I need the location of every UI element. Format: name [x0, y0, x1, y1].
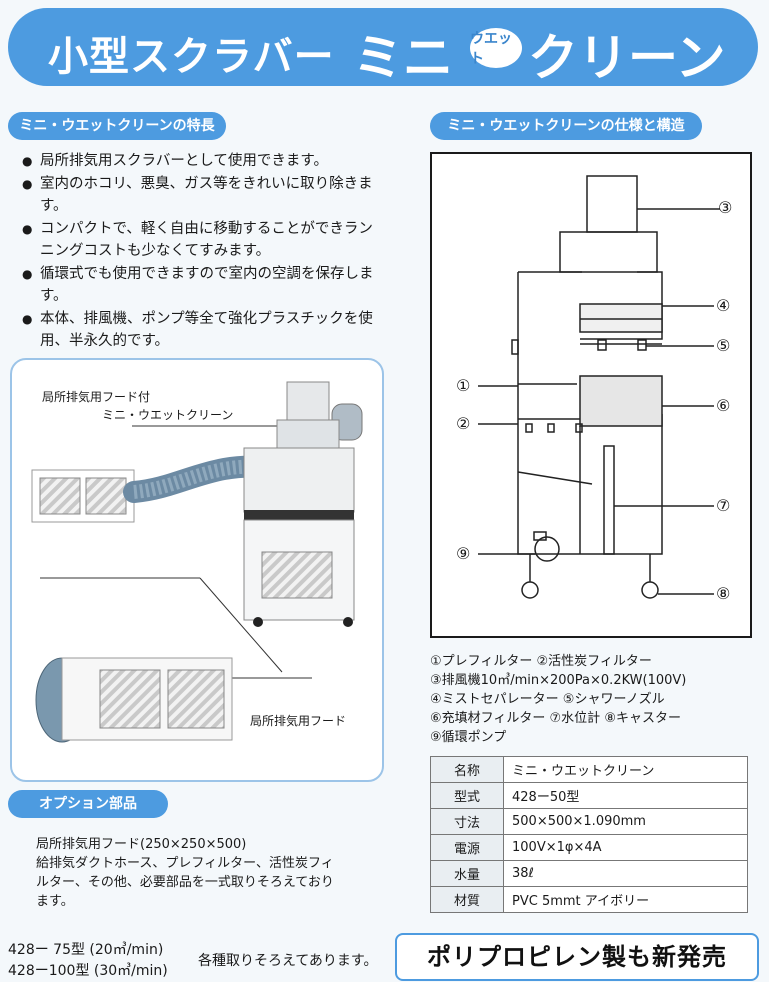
hood-lower: [35, 657, 233, 743]
photo-caption-top-1: 局所排気用フード付: [42, 390, 151, 404]
parts-legend-line: ③排風機10㎥/min×200Pa×0.2KW(100V): [430, 673, 687, 688]
parts-legend-line: ⑨循環ポンプ: [430, 730, 507, 745]
parts-legend-line: ⑥充填材フィルター ⑦水位計 ⑧キャスター: [430, 711, 681, 726]
feature-item: 局所排気用スクラバーとして使用できます。: [20, 150, 380, 173]
feature-item: 本体、排風機、ポンプ等全て強化プラスチックを使用、半永久的です。: [20, 308, 380, 353]
title-mini: ミニ: [353, 29, 453, 87]
model-75: 428ー 75型 (20㎥/min): [8, 942, 164, 958]
photo-caption-top-2: ミニ・ウエットクリーン: [102, 408, 234, 422]
spec-key: 名称: [430, 756, 504, 783]
spec-value: ミニ・ウエットクリーン: [503, 756, 748, 783]
scrubber-unit: [243, 381, 363, 627]
wet-badge: ウエット: [470, 28, 522, 68]
callout-9: ⑨: [456, 544, 471, 563]
options-hood-line: 局所排気用フード(250×250×500): [36, 837, 247, 852]
parts-legend-line: ④ミストセパレーター ⑤シャワーノズル: [430, 692, 665, 707]
spec-key: 水量: [430, 860, 504, 887]
models-note: 各種取りそろえてあります。: [198, 953, 378, 969]
features-heading: ミニ・ウエットクリーンの特長: [8, 112, 226, 140]
features-list: 局所排気用スクラバーとして使用できます。 室内のホコリ、悪臭、ガス等をきれいに取…: [20, 150, 380, 353]
options-parts-line: 給排気ダクトホース、プレフィルター、活性炭フィルター、その他、必要部品を一式取り…: [36, 856, 334, 909]
callout-5: ⑤: [716, 336, 731, 355]
callout-6: ⑥: [716, 396, 731, 415]
title-clean: クリーン: [528, 29, 726, 87]
structure-drawing: [478, 175, 720, 599]
photo-leader-line: [199, 577, 283, 673]
spec-value: 428ー50型: [503, 782, 748, 809]
product-photo-panel: 局所排気用フード付 ミニ・ウエットクリーン: [10, 358, 384, 782]
options-heading: オプション部品: [8, 790, 168, 818]
spec-key: 型式: [430, 782, 504, 809]
table-row: 名称ミニ・ウエットクリーン: [430, 756, 748, 783]
callout-2: ②: [456, 414, 471, 433]
parts-legend: ①プレフィルター ②活性炭フィルター ③排風機10㎥/min×200Pa×0.2…: [430, 652, 760, 747]
new-release-banner: ポリプロピレン製も新発売: [395, 933, 759, 981]
product-illustration: [31, 381, 363, 743]
spec-key: 寸法: [430, 808, 504, 835]
model-list: 428ー 75型 (20㎥/min) 428ー100型 (30㎥/min): [8, 940, 168, 982]
model-100: 428ー100型 (30㎥/min): [8, 963, 168, 979]
callout-4: ④: [716, 296, 731, 315]
title-small-scrubber: 小型スクラバー: [48, 34, 335, 80]
spec-value: 500×500×1.090mm: [503, 808, 748, 835]
header-banner: 小型スクラバー ミニ ウエット クリーン: [8, 8, 758, 87]
spec-value: 38ℓ: [503, 860, 748, 887]
structure-diagram: ③ ④ ⑤ ⑥ ⑦ ⑧ ① ② ⑨: [430, 152, 752, 638]
spec-value: 100V×1φ×4A: [503, 834, 748, 861]
feature-item: コンパクトで、軽く自由に移動することができランニングコストも少なくてすみます。: [20, 218, 380, 263]
parts-legend-line: ①プレフィルター ②活性炭フィルター: [430, 654, 652, 669]
callout-8: ⑧: [716, 584, 731, 603]
photo-caption-bottom: 局所排気用フード: [250, 714, 347, 728]
callout-7: ⑦: [716, 496, 731, 515]
options-text: 局所排気用フード(250×250×500) 給排気ダクトホース、プレフィルター、…: [36, 835, 366, 911]
feature-item: 循環式でも使用できますので室内の空調を保存します。: [20, 263, 380, 308]
hood-upper: [31, 469, 135, 523]
spec-key: 材質: [430, 886, 504, 913]
callout-3: ③: [718, 198, 733, 217]
spec-heading: ミニ・ウエットクリーンの仕様と構造: [430, 112, 702, 140]
callout-1: ①: [456, 376, 471, 395]
spec-key: 電源: [430, 834, 504, 861]
feature-item: 室内のホコリ、悪臭、ガス等をきれいに取り除きます。: [20, 173, 380, 218]
spec-value: PVC 5mmt アイボリー: [503, 886, 748, 913]
